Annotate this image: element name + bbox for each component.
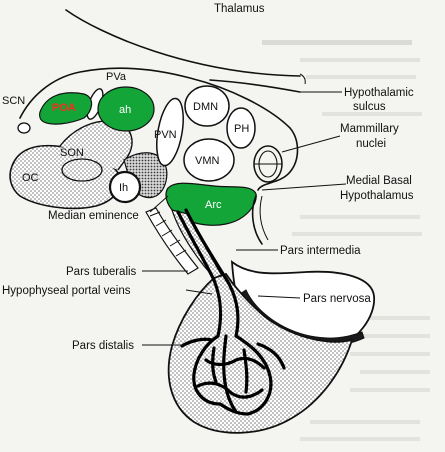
sulcus-curve bbox=[209, 79, 301, 93]
background-page-text bbox=[262, 40, 430, 441]
hypothalamic-label-line2: sulcus bbox=[353, 101, 386, 113]
mammillary-label-line2: nuclei bbox=[356, 138, 386, 150]
pars-tuberalis-label: Pars tuberalis bbox=[66, 266, 137, 278]
pars-nervosa-label: Pars nervosa bbox=[303, 293, 371, 305]
dmn-nucleus bbox=[184, 85, 230, 127]
thalamus-label: Thalamus bbox=[214, 3, 265, 15]
mbh-bracket bbox=[251, 195, 263, 245]
pvn-label: PVN bbox=[154, 129, 177, 141]
scn-nucleus bbox=[17, 122, 31, 134]
thalamus-outline-inner bbox=[299, 73, 306, 85]
vmn-label: VMN bbox=[195, 155, 220, 167]
median-eminence-label: Median eminence bbox=[48, 210, 139, 222]
ph-label: PH bbox=[234, 123, 249, 135]
arc-label: Arc bbox=[205, 199, 222, 211]
mammillary-body bbox=[253, 145, 283, 183]
ah-region bbox=[97, 86, 155, 132]
medial-basal-label-line1: Medial Basal bbox=[346, 175, 412, 187]
ah-label: ah bbox=[119, 104, 131, 116]
leader-lines bbox=[142, 91, 347, 346]
thalamus-outline bbox=[65, 9, 301, 77]
pars-distalis bbox=[167, 272, 354, 434]
son-nucleus bbox=[61, 158, 103, 182]
hypothalamic-label-line1: Hypothalamic bbox=[344, 87, 414, 99]
pva-label: PVa bbox=[106, 71, 127, 83]
medial-basal-label-line2: Hypothalamus bbox=[340, 190, 414, 202]
ih-nucleus bbox=[108, 170, 142, 204]
pvn-nucleus bbox=[156, 97, 184, 167]
ph-nucleus bbox=[226, 107, 256, 149]
poa-label: POA bbox=[52, 102, 76, 114]
pars-intermedia-label: Pars intermedia bbox=[280, 245, 361, 257]
dmn-label: DMN bbox=[193, 101, 218, 113]
portal-veins-label: Hypophyseal portal veins bbox=[2, 285, 131, 297]
hypothalamus-outline bbox=[19, 67, 299, 191]
oc-label: OC bbox=[22, 172, 39, 184]
poa-region bbox=[39, 92, 93, 125]
portal-vessels bbox=[176, 208, 286, 416]
pars-distalis-label: Pars distalis bbox=[72, 340, 134, 352]
scn-label: SCN bbox=[2, 95, 25, 107]
mammillary-label-line1: Mammillary bbox=[340, 123, 399, 135]
vmn-nucleus bbox=[183, 138, 235, 182]
mbh-bracket-2 bbox=[259, 195, 269, 241]
ih-label: Ih bbox=[119, 182, 128, 194]
pars-tuberalis-hatch bbox=[149, 211, 187, 257]
son-label: SON bbox=[60, 147, 84, 159]
